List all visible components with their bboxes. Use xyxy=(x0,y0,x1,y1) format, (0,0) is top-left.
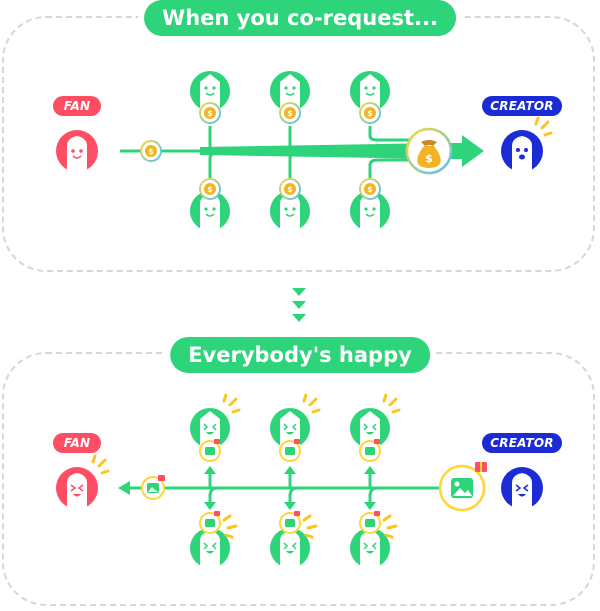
contributors-bottom-row: $ $ $ xyxy=(190,178,390,231)
money-bag-icon: $ xyxy=(405,127,453,175)
creator-label-top: CREATOR xyxy=(482,96,562,116)
svg-text:$: $ xyxy=(425,152,433,165)
svg-text:$: $ xyxy=(287,185,293,194)
bottom-flow-lines xyxy=(118,466,440,510)
down-arrows-icon xyxy=(292,288,306,322)
gift-photo-icon xyxy=(438,462,487,512)
svg-text:$: $ xyxy=(207,185,213,194)
spark-icon xyxy=(91,454,110,475)
creator-character-bottom xyxy=(501,467,543,509)
svg-text:$: $ xyxy=(287,109,293,118)
svg-text:$: $ xyxy=(148,147,154,156)
spark-icon xyxy=(534,116,553,137)
fan-character-bottom xyxy=(56,454,110,509)
bottom-title: Everybody's happy xyxy=(170,337,430,373)
happy-contributors-bottom xyxy=(190,511,398,568)
gift-photo-icon-fan xyxy=(141,475,165,500)
creator-label-bottom: CREATOR xyxy=(482,433,562,453)
fan-character-top xyxy=(56,130,98,172)
creator-character-top xyxy=(501,116,553,172)
dollar-coin-icon: $ xyxy=(140,140,162,162)
svg-text:$: $ xyxy=(367,185,373,194)
svg-text:$: $ xyxy=(367,109,373,118)
fan-label-top: FAN xyxy=(53,96,101,116)
fan-label-bottom: FAN xyxy=(53,433,101,453)
svg-text:$: $ xyxy=(207,109,213,118)
happy-contributors-top xyxy=(190,393,401,462)
top-title: When you co-request... xyxy=(144,0,456,36)
contributors-top-row: $ $ $ xyxy=(190,71,390,124)
